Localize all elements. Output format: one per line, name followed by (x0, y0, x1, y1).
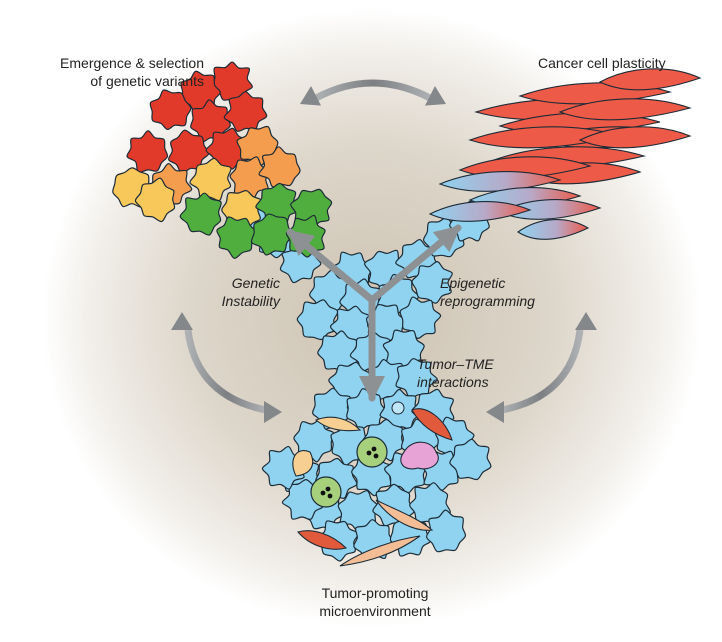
cycle-arrow-right-head (486, 401, 504, 423)
cycle-arrow-left-head (171, 312, 193, 330)
stromal-cell (292, 450, 314, 477)
cycle-arrow-right-head (575, 312, 597, 330)
label-genetic-instability: Genetic Instability (221, 275, 280, 309)
plastic-transitioning-cell (498, 199, 602, 220)
genetic-variant-cell (134, 177, 176, 223)
genetic-variant-cell (126, 130, 169, 173)
genetic-variant-cell (216, 216, 258, 259)
cancer-associated-fibroblast (297, 530, 348, 550)
plastic-transitioning-cell (428, 201, 532, 222)
stromal-cell (314, 416, 362, 432)
label-cancer-cell-plasticity: Cancer cell plasticity (538, 55, 666, 71)
plastic-spindle-cell (558, 98, 692, 121)
genetic-variant-cell (223, 91, 268, 132)
tumor-cell (449, 438, 492, 481)
arrow-tumor-tme-interactions-head (359, 376, 385, 402)
immune-nucleus-dot (327, 493, 333, 499)
genetic-variant-cell (179, 192, 222, 236)
immune-cell (356, 436, 388, 468)
arrow-genetic-instability-head (286, 229, 316, 257)
vesicle (391, 401, 405, 415)
immune-nucleus-dot (373, 453, 379, 459)
genetic-variant-cell (250, 213, 294, 256)
plastic-transitioning-cell (438, 171, 562, 192)
tumor-cell (411, 261, 453, 304)
immune-cell (310, 476, 342, 508)
tumor-cell (426, 509, 467, 553)
cycle-arrow-top (314, 79, 432, 102)
genetic-variant-cell (212, 61, 253, 104)
arrow-epigenetic-reprogramming-head (432, 225, 462, 253)
label-epigenetic-reprogramming: Epigenetic reprogramming (440, 275, 535, 309)
macrophage-cell (400, 441, 439, 470)
fibroblast-cell (339, 535, 421, 567)
label-genetic-variants: Emergence & selection of genetic variant… (60, 55, 204, 89)
immune-nucleus-dot (325, 486, 331, 492)
plastic-spindle-cell (578, 126, 692, 149)
cycle-arrow-top-head (424, 86, 446, 106)
cycle-arrow-top-head (300, 86, 322, 106)
immune-nucleus-dot (371, 446, 377, 452)
immune-nucleus-dot (366, 450, 372, 456)
cycle-arrow-left-head (264, 401, 282, 423)
cycle-arrow-right (501, 329, 584, 414)
plastic-spindle-cell (598, 68, 702, 91)
label-tumor-tme-interactions: Tumor–TME interactions (417, 356, 494, 390)
plastic-transitioning-cell (517, 219, 590, 240)
cycle-arrow-left (184, 329, 267, 414)
genetic-variant-cell (149, 89, 192, 130)
immune-nucleus-dot (320, 490, 326, 496)
cancer-associated-fibroblast (411, 408, 453, 441)
fibroblast-cell (375, 499, 434, 531)
label-tumor-promoting-microenvironment: Tumor-promoting microenvironment (319, 585, 431, 619)
